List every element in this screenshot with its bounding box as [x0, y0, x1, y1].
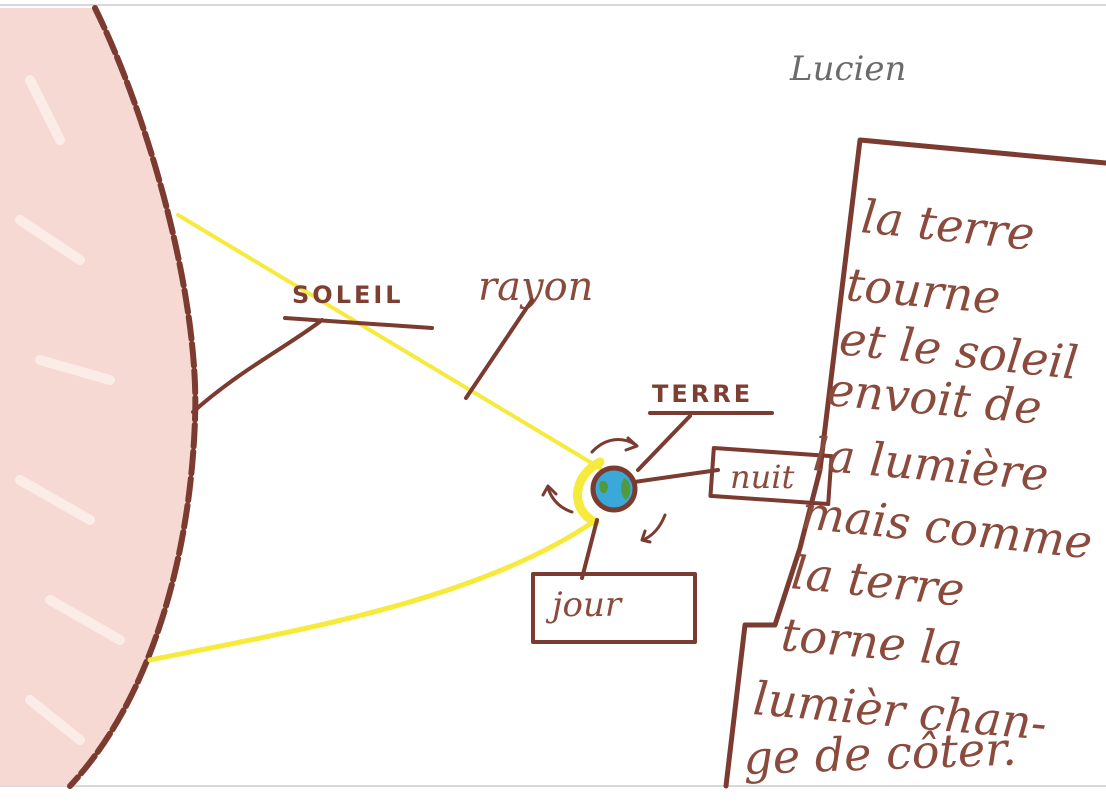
sun-disc [0, 8, 196, 786]
text-frame [723, 137, 1106, 789]
sun [0, 5, 199, 789]
rotation-arrow-left [546, 486, 574, 514]
author-name: Lucien [789, 49, 906, 89]
ray-bottom [147, 517, 599, 663]
day-box [531, 572, 697, 644]
rotation-arrow-bottom [641, 513, 667, 542]
ray-label: rayon [478, 264, 593, 310]
sun-texture [15, 75, 125, 745]
sun-label: SOLEIL [292, 281, 404, 309]
text-block: la terre tourne et le soleil envoit de l… [742, 189, 1094, 785]
day-label-group: jour [531, 518, 697, 644]
sun-outline [67, 5, 199, 789]
text-line: la terre [789, 545, 967, 617]
light-rays [147, 213, 605, 663]
earth-label-group: TERRE [636, 380, 774, 472]
earth-label-pointer [636, 414, 692, 472]
ray-top [176, 213, 602, 470]
ray-label-group: rayon [464, 264, 593, 400]
day-label: jour [545, 585, 623, 625]
earth-land-left [599, 480, 608, 494]
earth-glow [573, 457, 605, 527]
rotation-arrow-left-head [541, 484, 558, 497]
rotation-arrow-bottom-head [640, 529, 652, 544]
night-label: nuit [730, 458, 794, 496]
text-line: tourne [844, 257, 1003, 324]
day-pointer [580, 518, 599, 580]
text-line: la terre [859, 189, 1037, 261]
sun-label-group: SOLEIL [191, 281, 434, 414]
earth-label: TERRE [652, 380, 753, 408]
night-label-group: nuit [632, 445, 834, 507]
text-line: ge de côter. [742, 721, 1017, 785]
earth-land-right [621, 478, 631, 500]
text-line: torne la [779, 607, 965, 677]
night-box [708, 445, 834, 507]
sun-label-pointer [191, 318, 324, 414]
rotation-arrow-top-head [624, 436, 639, 452]
ray-label-pointer [464, 298, 534, 400]
earth [541, 436, 667, 544]
night-pointer [632, 468, 720, 484]
sun-label-underline [283, 316, 434, 330]
